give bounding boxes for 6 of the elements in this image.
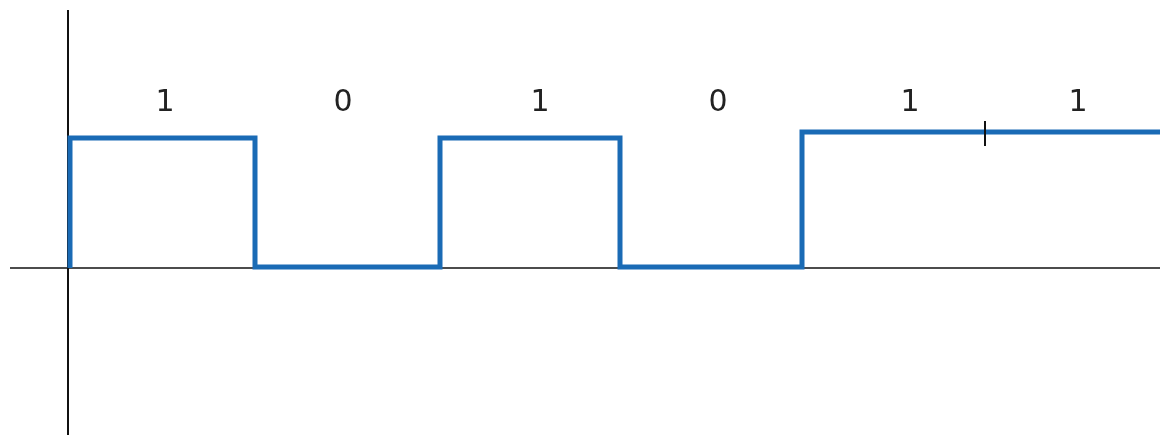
bit-value: 0 [708, 86, 728, 116]
bit-value: 1 [155, 86, 175, 116]
bit-value: 1 [1068, 86, 1088, 116]
bit-value: 1 [900, 86, 920, 116]
bit-value: 0 [333, 86, 353, 116]
bit-value: 1 [530, 86, 550, 116]
